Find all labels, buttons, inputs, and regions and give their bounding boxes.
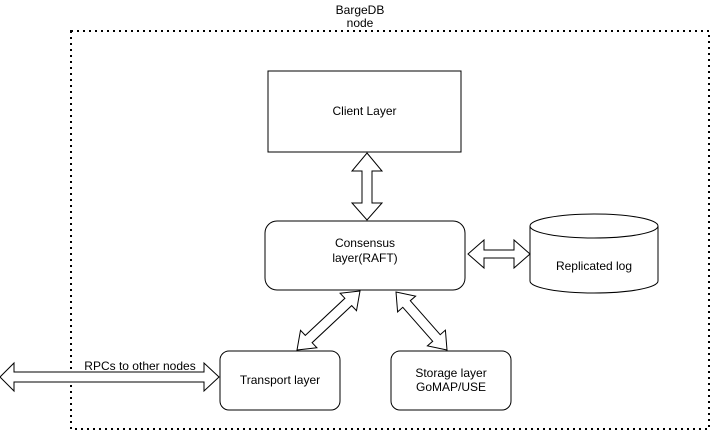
consensus-storage-arrow xyxy=(395,291,448,351)
consensus-label-line2: layer(RAFT) xyxy=(332,251,398,265)
storage-layer-box xyxy=(390,350,512,411)
storage-label-line1: Storage layer xyxy=(415,366,487,380)
consensus-transport-arrow xyxy=(296,290,361,351)
consensus-log-arrow xyxy=(467,238,531,270)
replicated-log-cylinder xyxy=(529,213,659,294)
storage-label-line2: GoMAP/USE xyxy=(415,380,487,394)
rpc-label: RPCs to other nodes xyxy=(84,359,196,373)
client-layer-box xyxy=(267,70,462,153)
consensus-layer-box xyxy=(264,220,466,291)
rpc-arrow xyxy=(0,361,220,393)
node-boundary xyxy=(70,30,710,430)
transport-layer-box xyxy=(219,350,341,411)
transport-layer-label: Transport layer xyxy=(239,373,321,387)
node-title-line2: node xyxy=(346,16,374,30)
node-title-line1: BargeDB xyxy=(335,3,385,17)
client-consensus-arrow xyxy=(350,152,384,221)
consensus-label-line1: Consensus xyxy=(334,236,396,250)
client-layer-label: Client Layer xyxy=(332,104,397,118)
replicated-log-label: Replicated log xyxy=(555,259,633,273)
